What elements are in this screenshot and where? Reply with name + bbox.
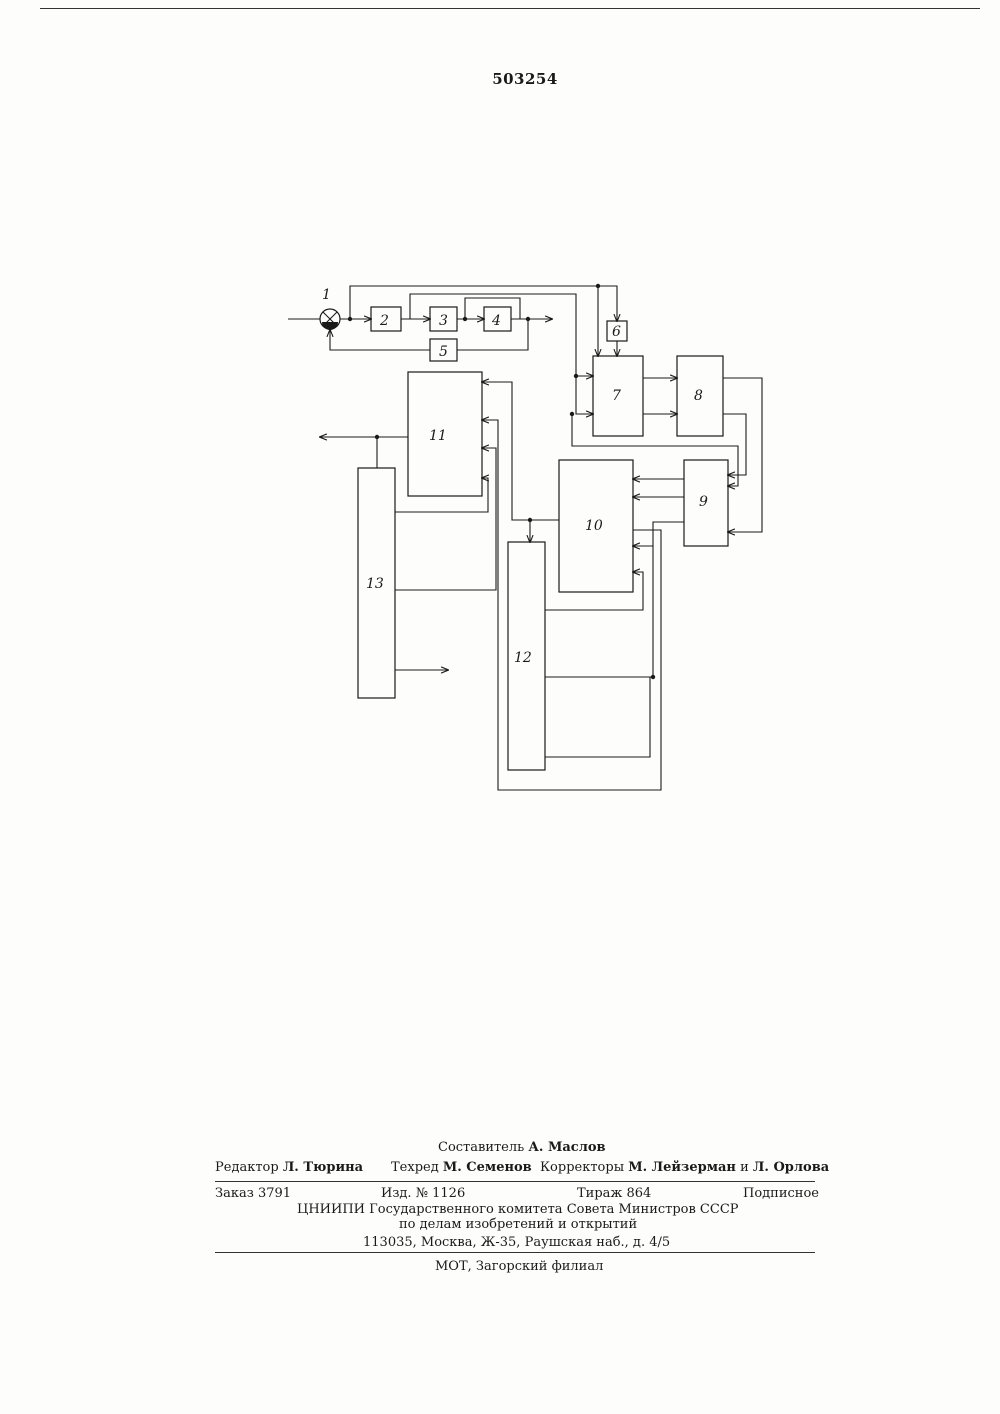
printer: МОТ, Загорский филиал [435,1259,603,1274]
block-3-label: 3 [439,313,448,329]
imprint-block: Составитель А. Маслов Редактор Л. Тюрина… [215,1140,815,1280]
block-6: 6 [607,321,627,341]
compiler-prefix: Составитель [438,1140,524,1155]
editor-prefix: Редактор [215,1160,279,1175]
block-4: 4 [484,307,511,331]
techred-prefix: Техред [391,1160,439,1175]
block-8-label: 8 [694,388,703,404]
compiler-line: Составитель А. Маслов [438,1140,606,1155]
order-number: Заказ 3791 [215,1186,291,1201]
correctors-and: и [740,1160,749,1175]
block-5-label: 5 [439,344,448,360]
editor-name: Л. Тюрина [283,1160,363,1175]
block-10: 10 [559,460,633,592]
block-6-label: 6 [612,324,621,340]
subscription: Подписное [743,1186,819,1201]
block-11: 11 [408,372,482,496]
block-7: 7 [593,356,643,436]
block-8: 8 [677,356,723,436]
edition-number: Изд. № 1126 [381,1186,465,1201]
techred-name: М. Семенов [443,1160,532,1175]
imprint-rule-top [215,1181,815,1182]
correctors-prefix: Корректоры [540,1160,624,1175]
imprint-rule-bottom [215,1252,815,1253]
org-line-1: ЦНИИПИ Государственного комитета Совета … [297,1202,739,1217]
summator-1 [320,309,340,330]
corrector-name-1: М. Лейзерман [628,1160,736,1175]
correctors-line: Корректоры М. Лейзерман и Л. Орлова [540,1160,829,1175]
block-13-label: 13 [366,576,384,592]
block-5: 5 [430,339,457,361]
address: 113035, Москва, Ж-35, Раушская наб., д. … [363,1235,670,1250]
summator-1-label: 1 [322,287,331,303]
block-3: 3 [430,307,457,331]
compiler-name: А. Маслов [528,1140,605,1155]
block-12-label: 12 [514,650,532,666]
editor-line: Редактор Л. Тюрина [215,1160,363,1175]
techred-line: Техред М. Семенов [391,1160,532,1175]
block-13: 13 [358,468,395,698]
corrector-name-2: Л. Орлова [753,1160,829,1175]
block-12: 12 [508,542,545,770]
org-line-2: по делам изобретений и открытий [399,1217,637,1232]
block-10-label: 10 [585,518,603,534]
block-9: 9 [684,460,728,546]
block-9-label: 9 [699,494,708,510]
circulation: Тираж 864 [577,1186,651,1201]
block-7-label: 7 [612,388,621,404]
block-11-label: 11 [429,428,447,444]
block-4-label: 4 [491,313,501,329]
block-2-label: 2 [379,313,389,329]
block-2: 2 [371,307,401,331]
